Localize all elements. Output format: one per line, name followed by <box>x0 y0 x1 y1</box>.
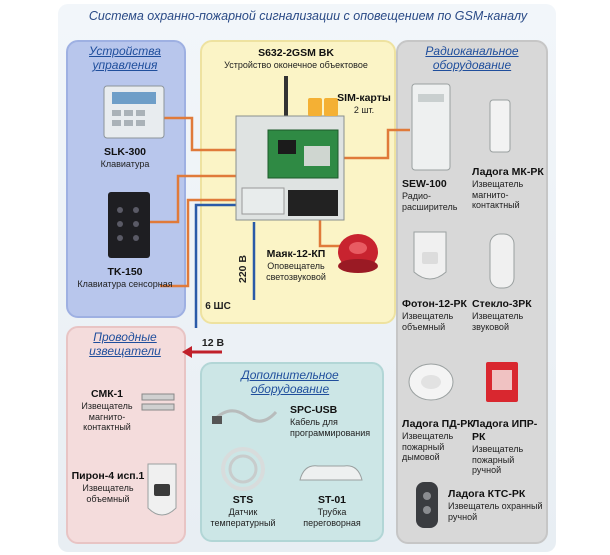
smk1-icon <box>141 393 175 411</box>
ladoga-ipr-label: Ладога ИПР-РК Извещатель пожарный ручной <box>472 418 544 476</box>
foton12-icon <box>413 231 447 280</box>
smk1-name: СМК-1 <box>91 388 123 400</box>
ladoga-pd-icon <box>408 363 454 401</box>
sts-desc: Датчик температурный <box>210 507 276 528</box>
ladoga-pd-desc: Извещатель пожарный дымовой <box>402 431 454 462</box>
tk150-label: TK-150 Клавиатура сенсорная <box>72 266 178 290</box>
st01-label: ST-01 Трубка переговорная <box>290 494 374 528</box>
spc-usb-desc: Кабель для программирования <box>290 417 371 438</box>
keypad-tk150-icon <box>108 192 150 258</box>
wire-power-out <box>194 203 236 328</box>
piron4-name: Пирон-4 исп.1 <box>71 470 145 482</box>
keypad-slk300-icon <box>103 85 165 139</box>
piron4-icon <box>147 463 177 516</box>
out-12v-label: 12 В <box>201 337 225 349</box>
wire-slk300 <box>164 116 236 152</box>
sts-label: STS Датчик температурный <box>206 494 280 528</box>
ladoga-ipr-name: Ладога ИПР-РК <box>472 418 538 443</box>
foton12-desc: Извещатель объемный <box>402 311 454 332</box>
ladoga-ipr-desc: Извещатель пожарный ручной <box>472 444 524 475</box>
sew100-label: SEW-100 Радио-расширитель <box>402 178 466 212</box>
sew100-icon <box>411 83 451 171</box>
wire-mayak <box>318 218 342 248</box>
piron4-label: Пирон-4 исп.1 Извещатель объемный <box>70 470 146 504</box>
st01-desc: Трубка переговорная <box>303 507 361 528</box>
loops-6shs-label: 6 ШС <box>205 301 231 312</box>
sim-label: SIM-карты 2 шт. <box>334 92 394 116</box>
sew100-name: SEW-100 <box>402 178 447 190</box>
ladoga-pd-name: Ладога ПД-РК <box>402 418 474 430</box>
smk1-desc: Извещатель магнито-контактный <box>81 401 133 432</box>
ladoga-mk-label: Ладога МК-РК Извещатель магнито-контактн… <box>472 166 544 211</box>
tk150-name: TK-150 <box>107 266 143 278</box>
steklo3-icon <box>489 233 515 289</box>
central-desc: Устройство оконечное объектовое <box>224 60 368 70</box>
steklo3-name: Стекло-3РК <box>472 298 532 310</box>
steklo3-label: Стекло-3РК Извещатель звуковой <box>472 298 544 332</box>
central-name: S632-2GSM BK <box>258 47 334 59</box>
panel-central-unit <box>200 40 396 324</box>
wire-sew100 <box>344 128 410 160</box>
slk300-name: SLK-300 <box>103 146 146 158</box>
sim-name: SIM-карты <box>337 92 391 104</box>
ladoga-pd-label: Ладога ПД-РК Извещатель пожарный дымовой <box>402 418 474 463</box>
smk1-label: СМК-1 Извещатель магнито-контактный <box>72 388 142 433</box>
panel-title-wired: Проводные извещатели <box>89 330 161 358</box>
ladoga-mk-name: Ладога МК-РК <box>472 166 544 178</box>
panel-title-extra: Дополнительное оборудование <box>241 368 339 396</box>
ladoga-ipr-icon <box>486 362 518 402</box>
wire-tk150 <box>150 174 236 224</box>
sts-icon <box>221 447 265 491</box>
mayak-name: Маяк-12-КП <box>266 248 326 260</box>
mayak-desc: Оповещатель светозвуковой <box>266 261 326 282</box>
sim-count: 2 шт. <box>353 105 375 115</box>
panel-title-control: Устройства управления <box>89 44 161 72</box>
siren-icon <box>338 234 378 273</box>
ladoga-mk-icon <box>489 99 511 153</box>
mayak-label: Маяк-12-КП Оповещатель светозвуковой <box>254 248 338 282</box>
diagram-title: Система охранно-пожарной сигнализации с … <box>88 9 528 23</box>
wire-loops <box>160 198 236 288</box>
ladoga-kts-label: Ладога КТС-РК Извещатель охранный ручной <box>448 488 544 522</box>
steklo3-desc: Извещатель звуковой <box>472 311 524 332</box>
sts-name: STS <box>232 494 254 506</box>
sew100-desc: Радио-расширитель <box>402 191 458 212</box>
sim-cards-icon <box>308 98 338 116</box>
st01-name: ST-01 <box>317 494 346 506</box>
slk300-desc: Клавиатура <box>100 159 150 169</box>
spc-usb-label: SPC-USB Кабель для программирования <box>290 404 380 438</box>
ladoga-mk-desc: Извещатель магнито-контактный <box>472 179 524 210</box>
ladoga-kts-desc: Извещатель охранный ручной <box>448 501 543 522</box>
ladoga-kts-name: Ладога КТС-РК <box>448 488 526 500</box>
central-label: S632-2GSM BK Устройство оконечное объект… <box>206 47 386 71</box>
slk300-label: SLK-300 Клавиатура <box>72 146 178 170</box>
piron4-desc: Извещатель объемный <box>82 483 134 504</box>
st01-icon <box>299 465 363 481</box>
panel-title-radio: Радиоканальное оборудование <box>425 44 519 72</box>
tk150-desc: Клавиатура сенсорная <box>77 279 173 289</box>
spc-usb-icon <box>212 409 278 424</box>
arrow-12v-head <box>182 346 192 358</box>
ladoga-kts-icon <box>416 482 438 528</box>
foton12-name: Фотон-12-РК <box>402 298 467 310</box>
spc-usb-name: SPC-USB <box>290 404 338 416</box>
foton12-label: Фотон-12-РК Извещатель объемный <box>402 298 472 332</box>
central-unit-icon <box>235 76 345 221</box>
